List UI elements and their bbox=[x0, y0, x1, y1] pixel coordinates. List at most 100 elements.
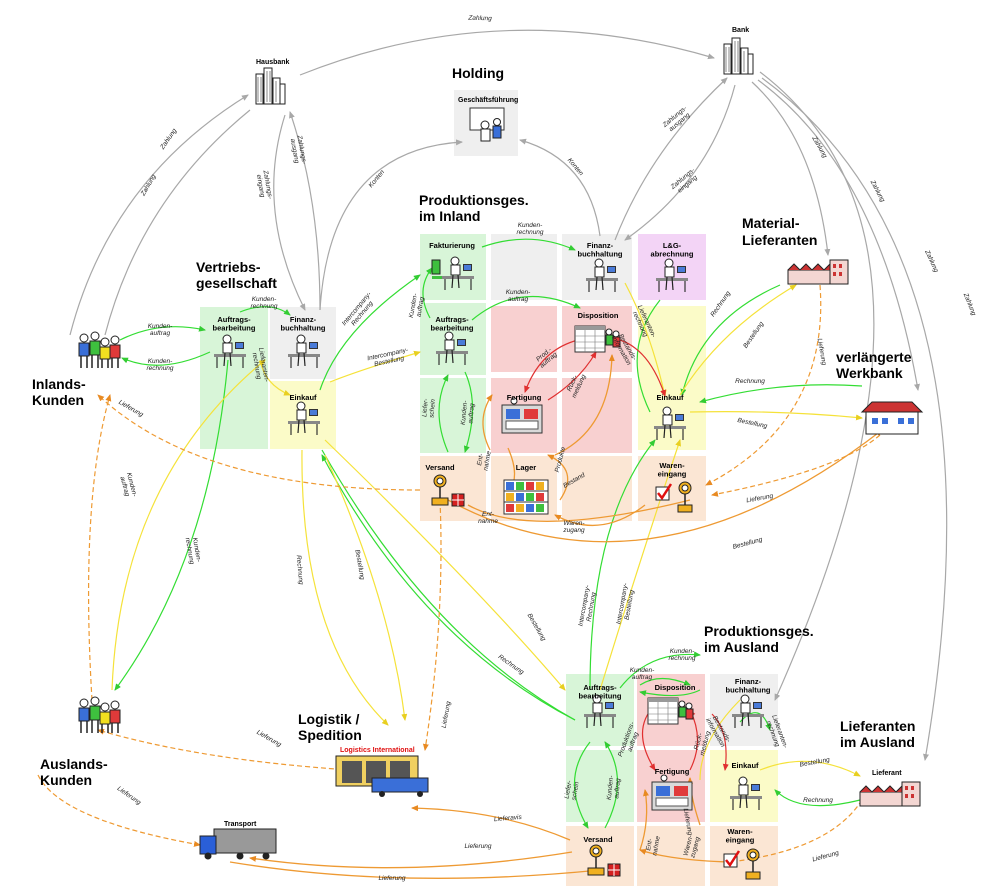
box-label-fakturierung: Fakturierung bbox=[429, 241, 475, 250]
flow-label-zahlungsausgang: Zahlungs-ausgang bbox=[661, 104, 694, 135]
bank-icon bbox=[723, 37, 754, 75]
box-label-finanzbuchhaltung: Finanz-buchhaltung bbox=[578, 241, 623, 259]
flow-label-lieferung: Lieferung bbox=[255, 729, 282, 749]
flow-label-intercompany_bestellung: Intercompany-Bestellung bbox=[367, 347, 411, 370]
production-flows bbox=[524, 339, 729, 771]
logistik-subtitle: Spedition bbox=[298, 727, 362, 743]
werkbank-icon bbox=[860, 401, 924, 435]
inlands-title: Inlands- bbox=[32, 376, 86, 392]
flow-label-zahlungsausgang: Zahlungs-ausgang bbox=[288, 134, 307, 167]
flow-label-entnahme: Ent-nahme bbox=[644, 834, 662, 856]
transport-truck-icon bbox=[199, 828, 277, 860]
flow-label-warenzugang: Waren-zugang bbox=[562, 520, 585, 534]
flow-label-bestellung: Bestellung bbox=[742, 320, 765, 349]
lief-ausland-subtitle: im Ausland bbox=[840, 734, 915, 750]
flow-label-kundenauftrag: Kunden-auftrag bbox=[408, 292, 426, 319]
flow-label-lieferung: Lieferung bbox=[816, 338, 828, 366]
flow-label-bestellung: Bestellung bbox=[732, 536, 764, 551]
flow-label-lieferung: Lieferung bbox=[117, 399, 144, 419]
flow-konten-inland bbox=[519, 138, 601, 237]
vertrieb-subtitle: gesellschaft bbox=[196, 275, 277, 291]
werkbank-subtitle: Werkbank bbox=[836, 365, 903, 381]
prod-inland-subtitle: im Inland bbox=[419, 208, 480, 224]
box-label-lager: Lager bbox=[516, 463, 537, 472]
material-subtitle: Lieferanten bbox=[742, 232, 817, 248]
flow-label-entnahme: Ent-nahme bbox=[475, 449, 493, 471]
flow-label-kundenrechnung: Kunden-rechnung bbox=[146, 358, 173, 372]
flow-zahlungseingang-bank bbox=[624, 84, 736, 241]
order-flows bbox=[114, 238, 863, 829]
flow-label-zahlung: Zahlung bbox=[810, 134, 828, 159]
flow-zahlung-material bbox=[751, 81, 831, 256]
inlands-subtitle: Kunden bbox=[32, 392, 84, 408]
box-label-einkauf: Einkauf bbox=[656, 393, 684, 402]
flow-label-lieferung: Lieferung bbox=[441, 700, 453, 728]
flow-label-kundenauftrag: Kunden-auftrag bbox=[118, 472, 138, 500]
hausbank-icon bbox=[255, 67, 286, 105]
box-label-finanzbuchhaltung: Finanz-buchhaltung bbox=[281, 315, 326, 333]
flow-label-kundenauftrag: Kunden-auftrag bbox=[460, 399, 476, 426]
box-labels: Auftrags-bearbeitungFinanz-buchhaltungEi… bbox=[213, 241, 771, 845]
box-label-disposition: Disposition bbox=[655, 683, 696, 692]
box-label-wareneingang: Waren-eingang bbox=[658, 461, 687, 479]
flow-label-lieferung: Lieferung bbox=[812, 850, 840, 864]
flow-label-lieferung: Lieferung bbox=[746, 493, 774, 505]
box-label-lg_abrechnung: L&G-abrechnung bbox=[651, 241, 694, 259]
flow-label-kundenrechnung: Kunden-rechnung bbox=[516, 222, 543, 236]
flow-label-intercompany_bestellung: Intercompany-Bestellung bbox=[615, 582, 636, 626]
flow-zahlungsausgang-hausbank bbox=[273, 114, 306, 311]
flow-label-kundenauftrag: Kunden-auftrag bbox=[148, 323, 173, 337]
flow-label-zahlung: Zahlung bbox=[139, 173, 157, 198]
geschaeftsfuehrung-label: Geschäftsführung bbox=[458, 97, 518, 104]
logistics-international-label: Logistics International bbox=[340, 747, 415, 754]
flow-label-lieferschein: Liefer-schein bbox=[563, 779, 580, 801]
flow-label-rechnung: Rechnung bbox=[709, 290, 732, 319]
box-label-einkauf: Einkauf bbox=[731, 761, 759, 770]
box-label-auftragsbearbeitung: Auftrags-bearbeitung bbox=[579, 683, 622, 701]
flow-label-zahlung: Zahlung bbox=[923, 248, 940, 274]
flow-zahlungseingang-hausbank bbox=[289, 111, 321, 311]
transport-label: Transport bbox=[224, 821, 257, 828]
flow-label-bestellung: Bestellung bbox=[526, 612, 547, 642]
lager-shelf-icon bbox=[503, 479, 549, 515]
werkbank-title: verlängerte bbox=[836, 349, 912, 365]
payment-flows bbox=[69, 29, 948, 761]
box-label-disposition: Disposition bbox=[578, 311, 619, 320]
box-label-auftragsbearbeitung: Auftrags-bearbeitung bbox=[213, 315, 256, 333]
flow-label-lieferung: Lieferung bbox=[378, 875, 405, 882]
material-flows bbox=[229, 354, 883, 879]
bank-label: Bank bbox=[732, 27, 749, 34]
box-label-finanzbuchhaltung: Finanz-buchhaltung bbox=[726, 677, 771, 695]
hausbank-label: Hausbank bbox=[256, 59, 290, 66]
holding-title: Holding bbox=[452, 65, 504, 81]
flow-zahlung-ausland bbox=[759, 71, 875, 701]
flow-label-kundenauftrag: Kunden-auftrag bbox=[506, 289, 531, 303]
auslands-subtitle: Kunden bbox=[40, 772, 92, 788]
flow-label-entnahme: Ent-nahme bbox=[478, 511, 498, 525]
prod-ausland-title: Produktionsges. bbox=[704, 623, 814, 639]
flow-zahlung-hausbank-2 bbox=[104, 109, 251, 336]
box-label-wareneingang: Waren-eingang bbox=[726, 827, 755, 845]
flow-label-lieferavis: Lieferavis bbox=[494, 814, 523, 823]
box-label-fertigung: Fertigung bbox=[655, 767, 690, 776]
flow-label-lieferschein: Liefer-schein bbox=[421, 398, 437, 419]
flow-label-zahlung: Zahlung bbox=[961, 291, 977, 317]
flow-zahlung-hausbank bbox=[69, 94, 249, 336]
flow-zahlung-top bbox=[299, 29, 715, 76]
logistik-title: Logistik / bbox=[298, 711, 360, 727]
vertrieb-title: Vertriebs- bbox=[196, 259, 261, 275]
material-lieferanten-factory-icon bbox=[787, 259, 849, 285]
inlands-kunden-icon bbox=[78, 331, 121, 369]
auslands-kunden-icon bbox=[78, 696, 121, 734]
box-label-einkauf: Einkauf bbox=[289, 393, 317, 402]
flow-label-rechnung: Rechnung bbox=[803, 797, 833, 804]
flow-label-zahlungseingang: Zahlungs-eingang bbox=[254, 169, 273, 202]
box-label-versand: Versand bbox=[425, 463, 455, 472]
flow-label-kundenauftrag: Kunden-auftrag bbox=[630, 667, 655, 681]
logistics-icon bbox=[335, 755, 429, 797]
flow-label-kundenrechnung: Kunden-rechnung bbox=[184, 536, 203, 566]
box-label-fertigung: Fertigung bbox=[507, 393, 542, 402]
flow-konten-vertrieb bbox=[319, 139, 463, 311]
flow-label-rechnung: Rechnung bbox=[295, 555, 305, 586]
